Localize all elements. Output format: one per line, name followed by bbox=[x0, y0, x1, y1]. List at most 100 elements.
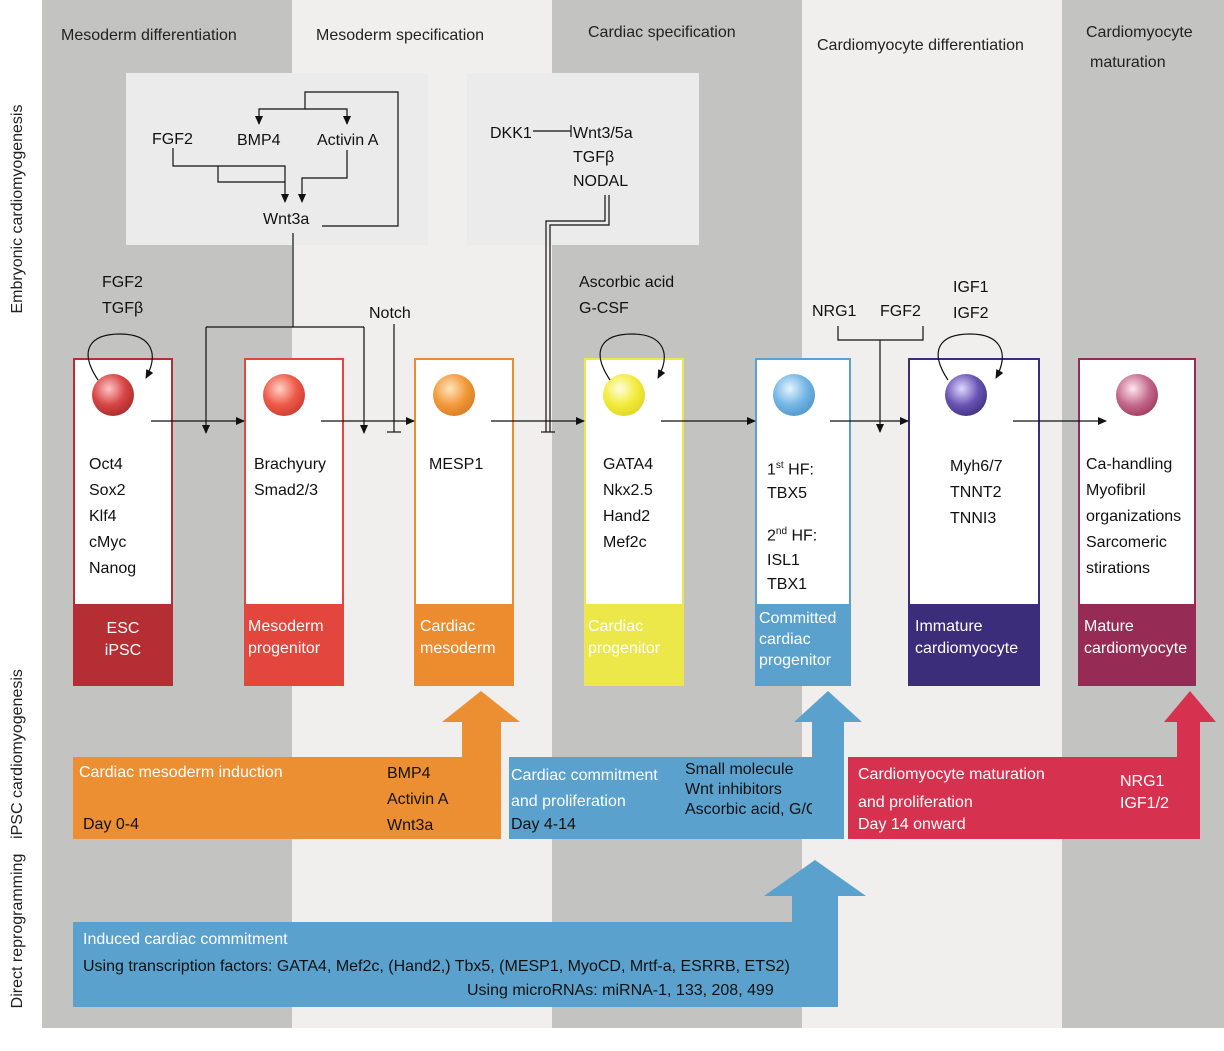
panel1-fgf2: FGF2 bbox=[152, 131, 193, 148]
esc-label: ESC iPSC bbox=[75, 604, 171, 684]
marker: stirations bbox=[1086, 560, 1151, 577]
direct-banner-line1: Using transcription factors: GATA4, Mef2… bbox=[83, 958, 790, 975]
label-line: cardiomyocyte bbox=[915, 640, 1019, 657]
red-banner-factors: NRG1 IGF1/2 bbox=[1120, 771, 1169, 815]
cp-factor-ascorbic: Ascorbic acid bbox=[579, 274, 675, 291]
marker: Oct4 bbox=[89, 456, 123, 473]
panel1-bmp4: BMP4 bbox=[237, 132, 281, 149]
cardiac-mesoderm-markers: MESP1 bbox=[429, 452, 483, 478]
label-line: Immature bbox=[915, 618, 983, 635]
red-banner-title: Cardiomyocyte maturation and proliferati… bbox=[858, 761, 1045, 817]
bmp4-to-wnt3a bbox=[217, 166, 285, 183]
direct-up-arrow bbox=[764, 860, 866, 922]
marker: cMyc bbox=[89, 534, 127, 551]
marker: Nkx2.5 bbox=[603, 482, 653, 499]
factor: Activin A bbox=[387, 791, 449, 808]
panel1-activin: Activin A bbox=[317, 132, 379, 149]
esc-cell-icon bbox=[92, 374, 134, 416]
label-line: Cardiac bbox=[588, 618, 644, 635]
cell-box-cardiac-progenitor: GATA4 Nkx2.5 Hand2 Mef2c Cardiac progeni… bbox=[584, 358, 684, 686]
label-line: Cardiac bbox=[420, 618, 476, 635]
title-line: and proliferation bbox=[511, 793, 626, 810]
immature-cm-markers: Myh6/7 TNNT2 TNNI3 bbox=[950, 454, 1002, 532]
nodal-down-b bbox=[549, 195, 610, 432]
cp-self-loop bbox=[599, 333, 666, 381]
banner-cardiac-commitment: Cardiac commitment and proliferation Day… bbox=[509, 757, 844, 839]
mature-cm-markers: Ca-handling Myofibril organizations Sarc… bbox=[1086, 452, 1181, 582]
esc-factor-fgf2: FGF2 bbox=[102, 274, 143, 291]
marker: TBX5 bbox=[767, 485, 808, 503]
feedback-to-activin bbox=[305, 108, 351, 125]
red-up-arrow bbox=[1164, 691, 1216, 839]
blue-up-arrow bbox=[794, 691, 862, 839]
cell-box-immature-cardiomyocyte: Myh6/7 TNNT2 TNNI3 Immature cardiomyocyt… bbox=[908, 358, 1040, 686]
nrg1-fgf2-join bbox=[837, 326, 924, 341]
label-line: cardiomyocyte bbox=[1084, 640, 1188, 657]
marker: Brachyury bbox=[254, 456, 327, 473]
signaling-panel-2 bbox=[467, 73, 699, 245]
marker: TBX1 bbox=[767, 575, 808, 593]
committed-progenitor-markers: 1st HF: TBX5 2nd HF: ISL1 TBX1 bbox=[767, 454, 817, 597]
marker: Sox2 bbox=[89, 482, 126, 499]
blue-banner-title: Cardiac commitment and proliferation bbox=[511, 763, 658, 815]
stage-title-mesoderm-specification: Mesoderm specification bbox=[316, 27, 485, 44]
ccp-factor-nrg1: NRG1 bbox=[812, 303, 857, 320]
label-line: progenitor bbox=[248, 640, 321, 657]
marker: ISL1 bbox=[767, 551, 800, 569]
blue-banner-day: Day 4-14 bbox=[511, 816, 576, 833]
stage-title-cardiac-specification: Cardiac specification bbox=[588, 24, 736, 41]
factor: Small molecule bbox=[685, 761, 794, 778]
activin-to-wnt3a bbox=[298, 150, 348, 203]
immature-cm-label: Immature cardiomyocyte bbox=[910, 604, 1038, 684]
direct-banner-title: Induced cardiac commitment bbox=[83, 931, 288, 948]
committed-progenitor-label: Committed cardiac progenitor bbox=[757, 604, 849, 684]
title-line: Cardiac commitment bbox=[511, 767, 658, 784]
factor: NRG1 bbox=[1120, 773, 1165, 790]
direct-banner-line2: Using microRNAs: miRNA-1, 133, 208, 499 bbox=[467, 982, 774, 999]
stage-title-cardiomyocyte-differentiation: Cardiomyocyte differentiation bbox=[817, 37, 1024, 54]
cell-box-committed-cardiac-progenitor: 1st HF: TBX5 2nd HF: ISL1 TBX1 Committed… bbox=[755, 358, 851, 686]
panel2-nodal: NODAL bbox=[573, 173, 629, 190]
cardiac-progenitor-label: Cardiac progenitor bbox=[586, 604, 682, 684]
marker: Klf4 bbox=[89, 508, 117, 525]
cell-box-esc: Oct4 Sox2 Klf4 cMyc Nanog ESC iPSC bbox=[73, 358, 173, 686]
orange-banner-day: Day 0-4 bbox=[83, 816, 140, 833]
red-banner-day: Day 14 onward bbox=[858, 816, 966, 833]
marker: Ca-handling bbox=[1086, 456, 1173, 473]
factor: Wnt inhibitors bbox=[685, 781, 782, 798]
label-line: progenitor bbox=[759, 652, 832, 669]
mature-cm-label: Mature cardiomyocyte bbox=[1080, 604, 1194, 684]
esc-self-loop bbox=[87, 333, 154, 381]
label-line: Mesoderm bbox=[248, 618, 324, 635]
wnt3a-feedback bbox=[255, 91, 399, 227]
marker: Mef2c bbox=[603, 534, 647, 551]
marker: Myh6/7 bbox=[950, 458, 1003, 475]
panel2-tgfb: TGFβ bbox=[573, 149, 615, 166]
banner-direct-reprogramming: Induced cardiac commitment Using transcr… bbox=[73, 922, 838, 1007]
panel2-wnt35a: Wnt3/5a bbox=[573, 125, 633, 142]
marker-2nd-hf: 2nd HF: bbox=[767, 526, 818, 545]
mesoderm-cell-icon bbox=[263, 374, 305, 416]
stage-title-line1: Cardiomyocyte bbox=[1086, 24, 1193, 41]
title-line: and proliferation bbox=[858, 794, 973, 811]
marker: Sarcomeric bbox=[1086, 534, 1167, 551]
orange-banner-factors: BMP4 Activin A Wnt3a bbox=[387, 761, 448, 839]
icm-self-loop bbox=[937, 333, 1004, 381]
icm-factor-igf2: IGF2 bbox=[953, 305, 989, 322]
stage-title-cardiomyocyte-maturation: Cardiomyocyte maturation bbox=[1086, 18, 1193, 78]
label-line: Mature bbox=[1084, 618, 1134, 635]
label-line: progenitor bbox=[588, 640, 661, 657]
orange-up-arrow bbox=[442, 691, 520, 839]
cell-box-mesoderm-progenitor: Brachyury Smad2/3 Mesoderm progenitor bbox=[244, 358, 344, 686]
fgf2-to-wnt3a bbox=[172, 148, 289, 203]
panel1-wnt3a: Wnt3a bbox=[263, 211, 310, 228]
mature-cm-cell-icon bbox=[1116, 374, 1158, 416]
immature-cm-cell-icon bbox=[945, 374, 987, 416]
factor: IGF1/2 bbox=[1120, 795, 1169, 812]
marker: TNNT2 bbox=[950, 484, 1002, 501]
marker: MESP1 bbox=[429, 456, 484, 473]
mesoderm-markers: Brachyury Smad2/3 bbox=[254, 452, 326, 504]
cp-factor-gcsf: G-CSF bbox=[579, 300, 629, 317]
factor: BMP4 bbox=[387, 765, 431, 782]
marker: Myofibril bbox=[1086, 482, 1146, 499]
